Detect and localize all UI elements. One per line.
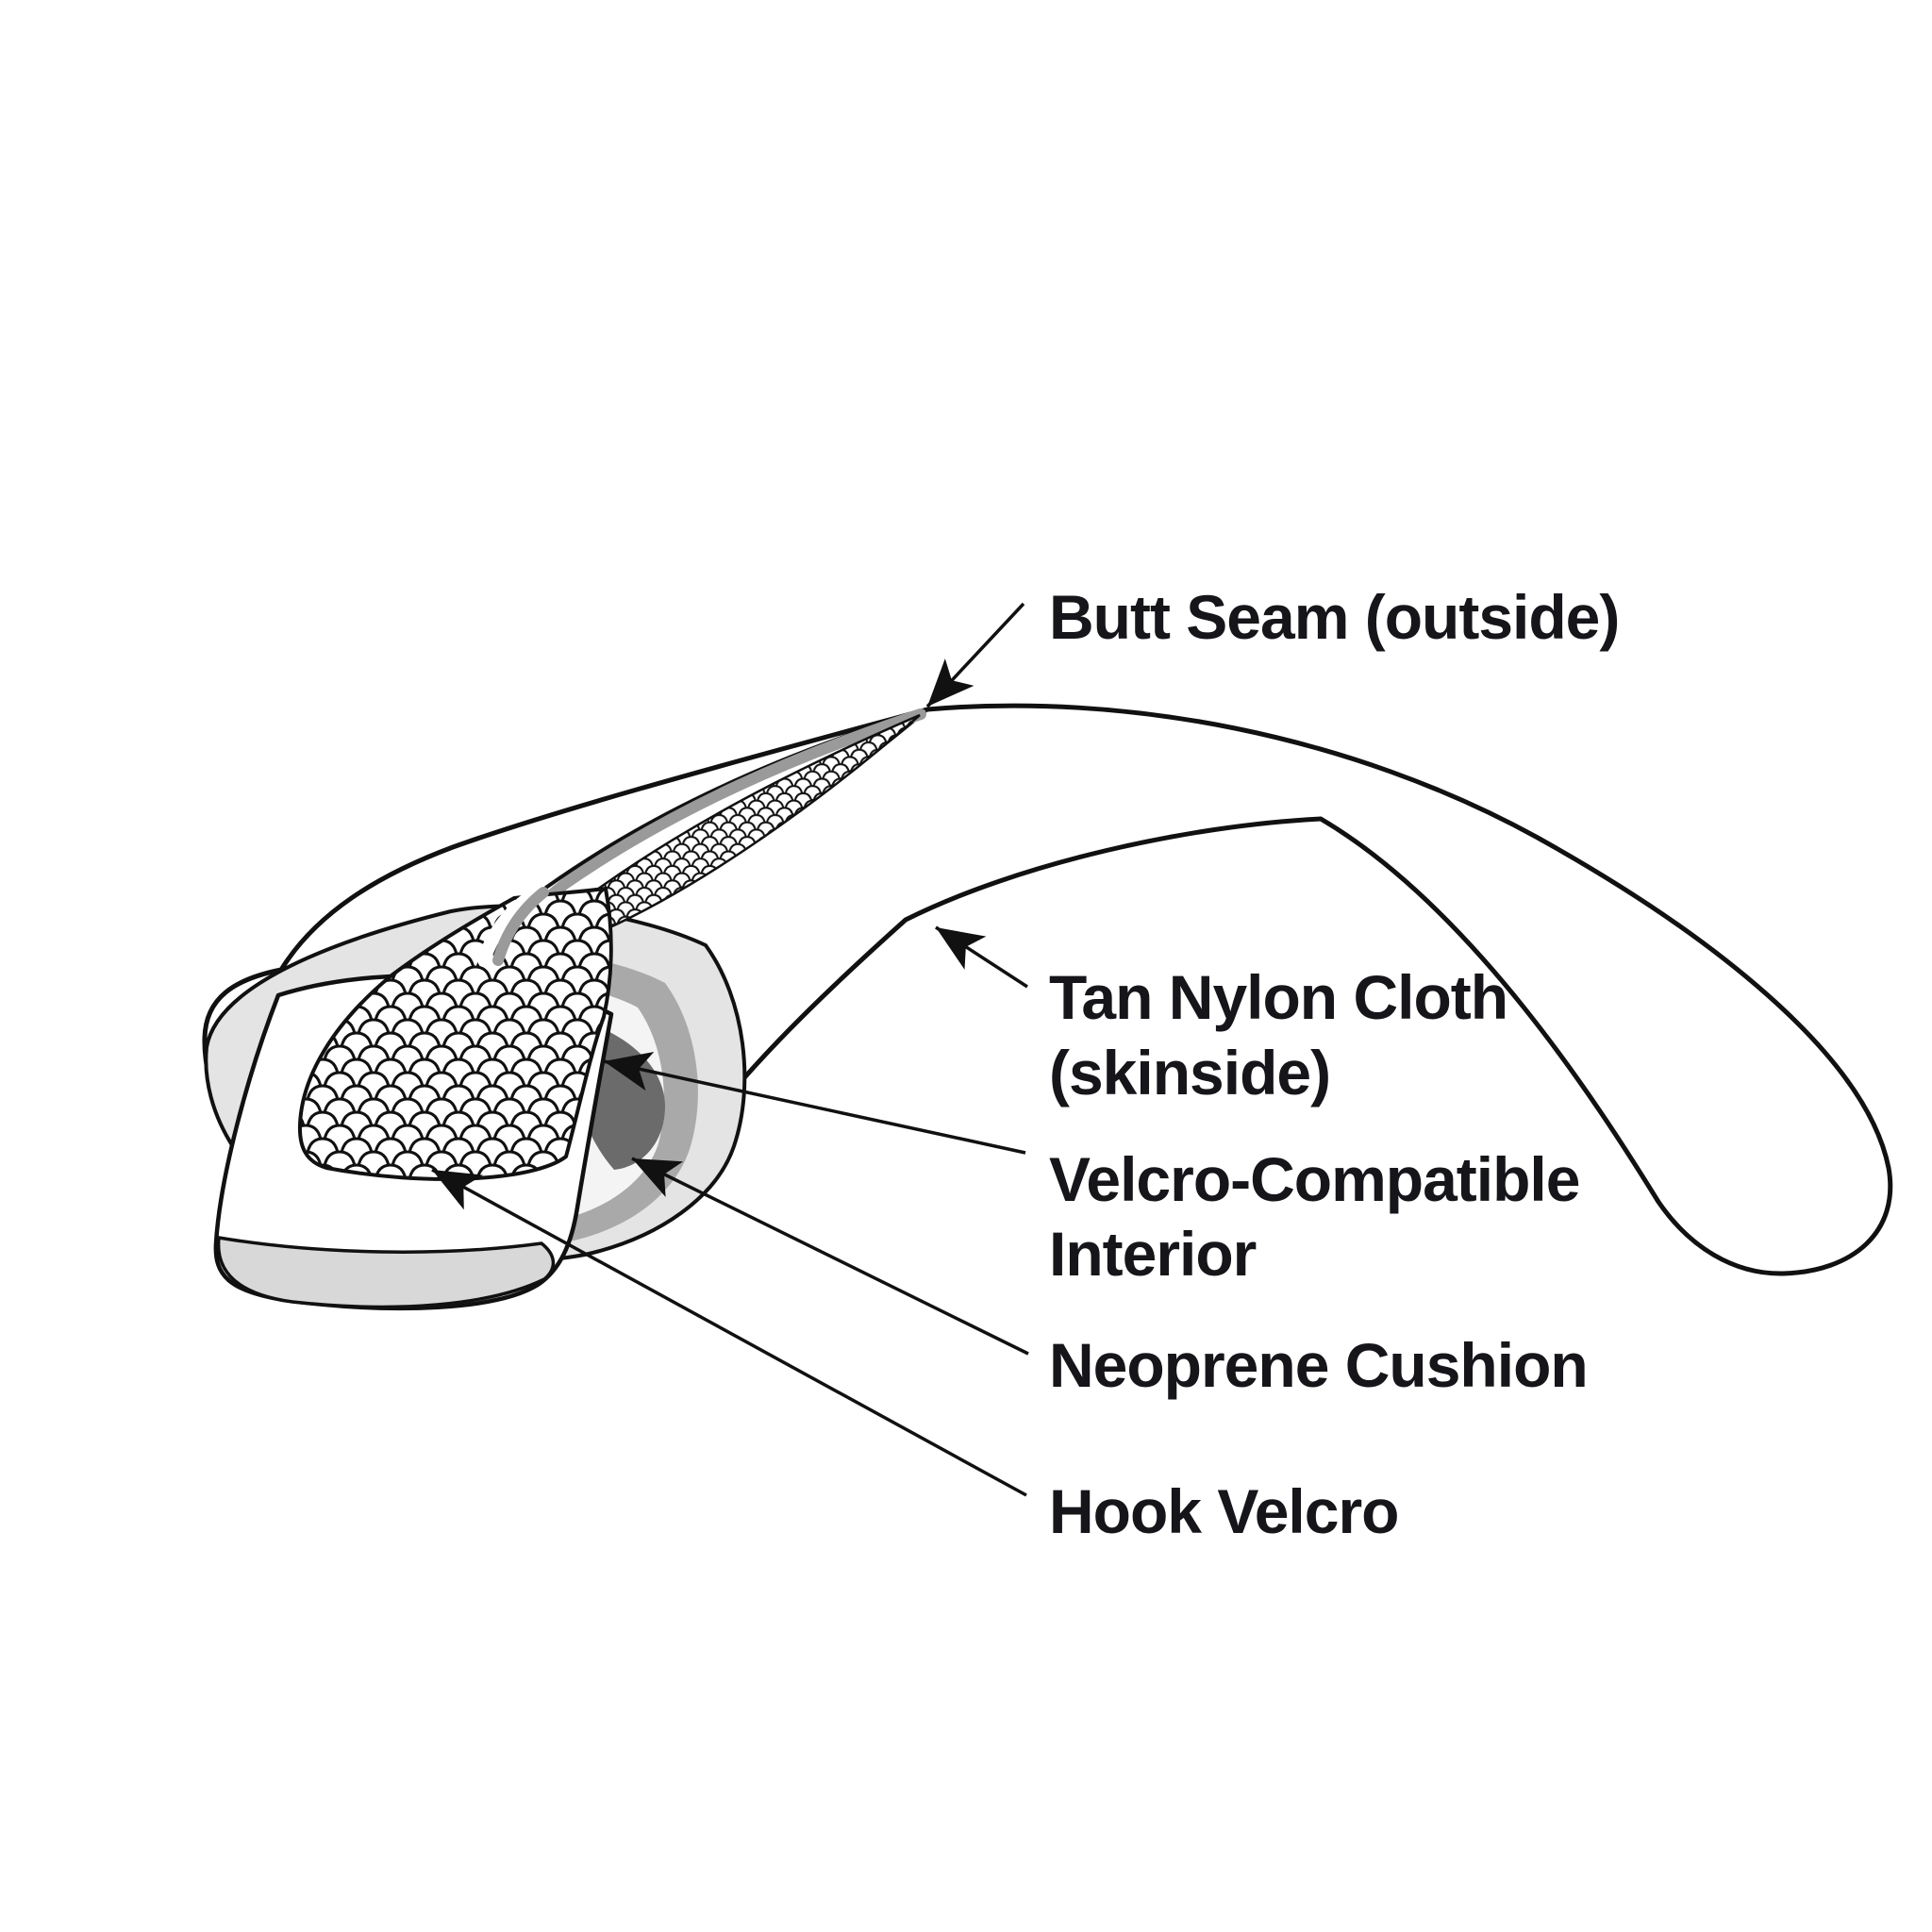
label-hook-velcro: Hook Velcro: [1049, 1476, 1398, 1546]
label-butt-seam: Butt Seam (outside): [1049, 582, 1619, 652]
flap-edge: [216, 1236, 556, 1309]
arrowhead-neoprene: [632, 1158, 684, 1197]
fold-highlight: [477, 891, 535, 967]
label-tan-nylon-cloth: Tan Nylon Cloth (skinside): [1049, 962, 1524, 1108]
arrowhead-butt-seam: [927, 658, 974, 707]
arrowhead-hook-velcro: [432, 1170, 483, 1210]
label-neoprene-cushion: Neoprene Cushion: [1049, 1330, 1588, 1400]
arrowhead-velcro-interior: [604, 1052, 655, 1091]
hook-velcro-patch: [297, 887, 613, 1181]
fold-stripe-turn: [492, 887, 549, 966]
arrowheads: [432, 658, 987, 1210]
leader-neoprene: [631, 1157, 1029, 1356]
label-velcro-compatible-interior: Velcro-Compatible Interior: [1049, 1144, 1596, 1289]
leader-velcro-interior: [603, 1059, 1026, 1155]
leader-hook-velcro: [431, 1168, 1027, 1497]
arrowhead-tan-nylon: [936, 927, 987, 970]
